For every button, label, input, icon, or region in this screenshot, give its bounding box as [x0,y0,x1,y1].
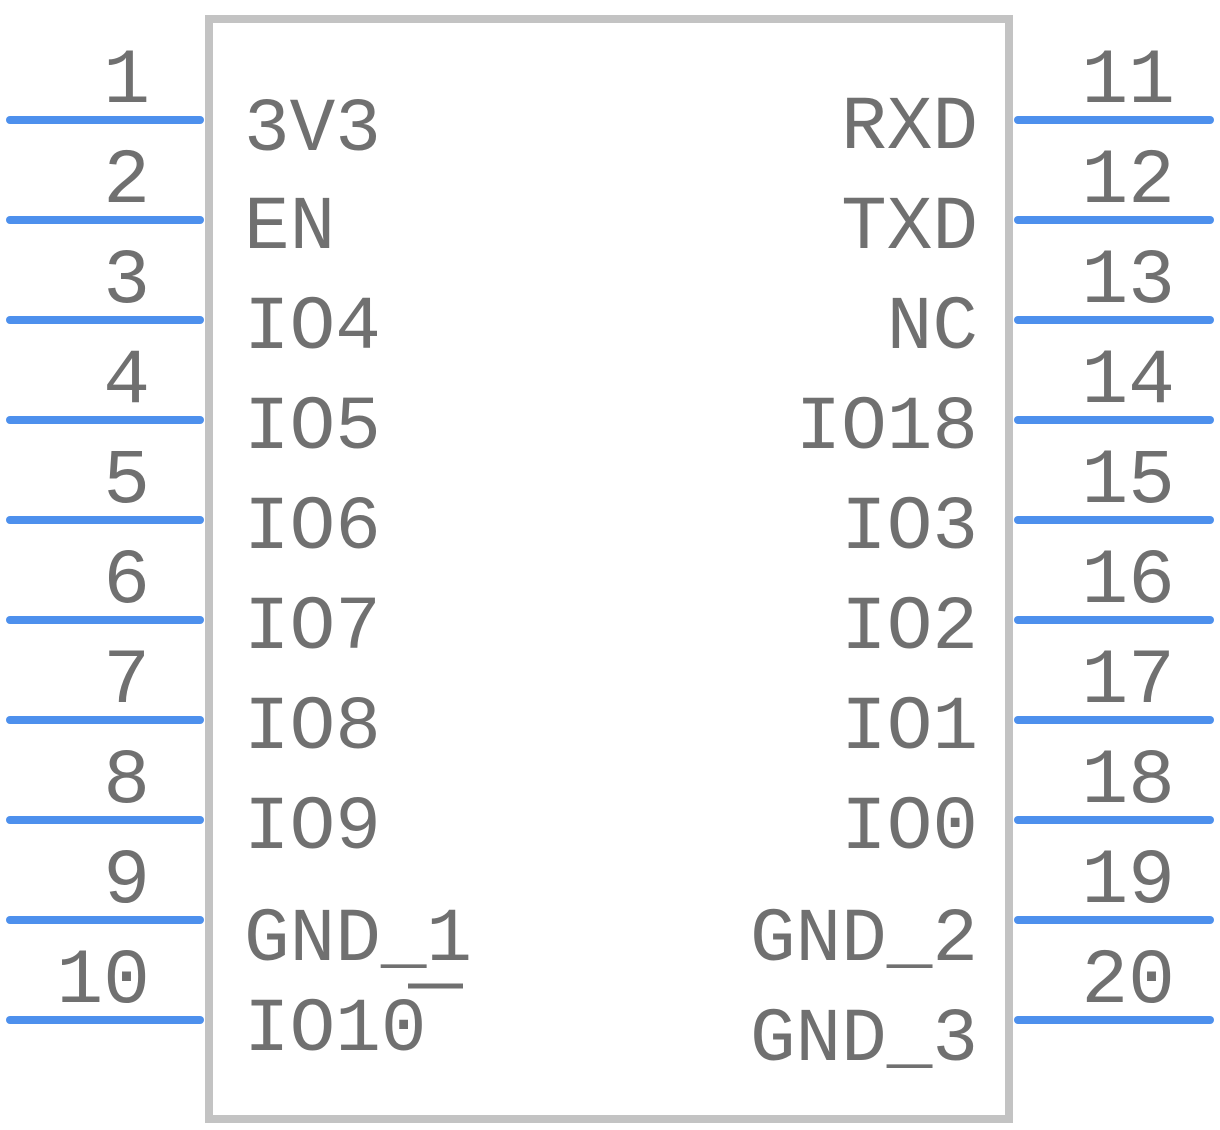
pin-4-label: IO5 [244,385,381,471]
pin-18-number: 18 [1081,738,1175,826]
pin-6-number: 6 [103,538,150,626]
pin-1-number: 1 [103,38,150,126]
pin-5-label: IO6 [244,485,381,571]
pin-12-number: 12 [1081,138,1175,226]
pin-9-label: GND_1 [244,897,472,983]
pin-11-label: RXD [841,85,978,171]
pin-8-label: IO9 [244,785,381,871]
pin-10-number: 10 [56,938,150,1026]
pin-3-number: 3 [103,238,150,326]
pin-14-number: 14 [1081,338,1175,426]
pin-20-label: GND_3 [750,997,978,1083]
pin-7-label: IO8 [244,685,381,771]
pin-9-number: 9 [103,838,150,926]
pin-13-label: NC [887,285,978,371]
pin-11-number: 11 [1081,38,1175,126]
pin-19-number: 19 [1081,838,1175,926]
pin-5-number: 5 [103,438,150,526]
component-body [205,15,1013,1123]
pin-14-label: IO18 [796,385,978,471]
pin-12-label: TXD [841,185,978,271]
pin-20-number: 20 [1081,938,1175,1026]
pin-3-label: IO4 [244,285,381,371]
pin-15-number: 15 [1081,438,1175,526]
pin-1-label: 3V3 [244,87,381,173]
pin-17-number: 17 [1081,638,1175,726]
pin-17-label: IO1 [841,685,978,771]
pin-8-number: 8 [103,738,150,826]
pin-15-label: IO3 [841,485,978,571]
pin-10-label: IO10 [244,987,426,1073]
pin-2-label: EN [244,185,335,271]
pin-18-label: IO0 [841,785,978,871]
pin-6-label: IO7 [244,585,381,671]
pin-4-number: 4 [103,338,150,426]
pin-7-number: 7 [103,638,150,726]
pin-19-label: GND_2 [750,897,978,983]
pin-2-number: 2 [103,138,150,226]
pin-16-label: IO2 [841,585,978,671]
pin-16-number: 16 [1081,538,1175,626]
pin-13-number: 13 [1081,238,1175,326]
